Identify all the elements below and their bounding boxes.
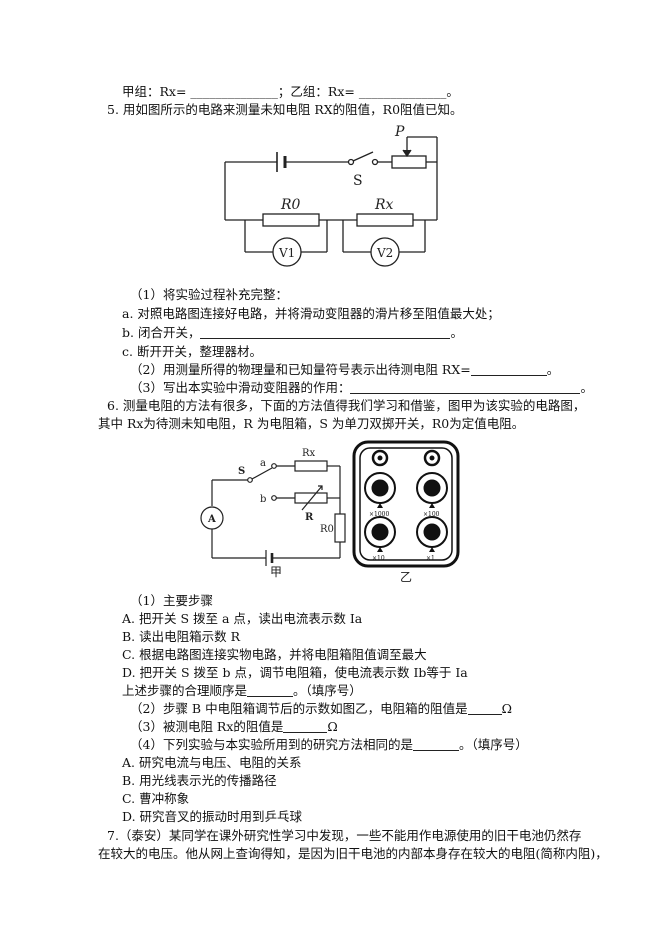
q6-dial-label-1000: ×1000	[369, 511, 389, 518]
q6-stem-2: 其中 Rx为待测未知电阻，R 为电阻箱，S 为单刀双掷开关，R0为定值电阻。	[98, 416, 525, 431]
q6-caption-jia: 甲	[270, 565, 282, 579]
q6-stem-1: 6. 测量电阻的方法有很多，下面的方法值得我们学习和借鉴，图甲为该实验的电路图，	[107, 398, 586, 413]
q5-sub2: （2）用测量所得的物理量和已知量符号表示出待测电阻 RX=。	[130, 362, 560, 377]
q6-caption-yi: 乙	[400, 570, 412, 584]
q5-circuit-diagram: P S R0 Rx V1 V2	[224, 124, 438, 267]
q5-rx-blank[interactable]	[470, 363, 547, 376]
q6-label-rx: Rx	[302, 448, 316, 459]
q6-step-a: A. 把开关 S 拨至 a 点，读出电流表示数 Ia	[122, 611, 363, 626]
q6-label-b: b	[260, 494, 266, 505]
q6-label-r: R	[305, 512, 314, 523]
q5-label-v2: V2	[376, 246, 393, 260]
q6-step-c: C. 根据电路图连接实物电路，并将电阻箱阻值调至最大	[122, 647, 427, 662]
q5-label-r0: R0	[280, 197, 301, 213]
q6-option-b: B. 用光线表示光的传播路径	[122, 773, 277, 788]
q6-option-c: C. 曹冲称象	[122, 791, 190, 806]
q6-resistance-box-yi: ×1000 ×100 ×10 ×1 乙	[352, 440, 460, 584]
q6-box-blank[interactable]	[467, 702, 502, 715]
q6-method-blank[interactable]	[412, 738, 459, 751]
q6-order-blank[interactable]	[247, 684, 294, 697]
q6-dial-label-10: ×10	[372, 555, 385, 562]
q6-rx-blank[interactable]	[283, 720, 328, 733]
q5-label-p: P	[394, 124, 405, 140]
q5-stem: 5. 用如图所示的电路来测量未知电阻 RX的阻值，R0阻值已知。	[107, 102, 463, 117]
q6-option-a: A. 研究电流与电压、电阻的关系	[122, 755, 302, 770]
q5-sub1: （1）将实验过程补充完整：	[130, 287, 288, 302]
q5-sub3: （3）写出本实验中滑动变阻器的作用：。	[130, 380, 593, 395]
q6-step-b: B. 读出电阻箱示数 R	[122, 629, 241, 644]
q4-answer-line: 甲组：Rx= ______________；乙组：Rx= ___________…	[122, 84, 459, 99]
q6-sub1: （1）主要步骤	[130, 593, 213, 608]
q5-label-rx: Rx	[374, 197, 394, 213]
q7-line-2: 在较大的电压。他从网上查询得知，是因为旧干电池的内部本身存在较大的电阻(简称内阻…	[98, 846, 608, 861]
q6-order: 上述步骤的合理顺序是。（填序号）	[122, 683, 362, 698]
q6-circuit-diagram-jia: a b S Rx R R0 A 甲	[200, 448, 346, 579]
q6-label-a: a	[260, 458, 266, 469]
q5-b-blank[interactable]	[200, 326, 451, 339]
q6-step-d: D. 把开关 S 拨至 b 点，调节电阻箱，使电流表示数 Ib等于 Ia	[122, 665, 468, 680]
q6-option-d: D. 研究音叉的振动时用到乒乓球	[122, 809, 303, 824]
q6-dial-label-1: ×1	[426, 555, 435, 562]
q5-rheostat-blank[interactable]	[350, 381, 581, 394]
q7-line-1: 7.（泰安）某同学在课外研究性学习中发现，一些不能用作电源使用的旧干电池仍然存	[107, 828, 582, 843]
q5-step-c: c. 断开开关，整理器材。	[122, 344, 262, 359]
q6-label-r0: R0	[320, 524, 334, 535]
q6-sub4: （4）下列实验与本实验所用到的研究方法相同的是。（填序号）	[130, 737, 528, 752]
q6-label-ammeter: A	[207, 514, 216, 525]
q6-label-s: S	[238, 466, 245, 477]
q5-label-v1: V1	[278, 246, 295, 260]
q5-step-a: a. 对照电路图连接好电路，并将滑动变阻器的滑片移至阻值最大处；	[122, 306, 500, 321]
q6-dial-label-100: ×100	[423, 511, 440, 518]
q5-label-s: S	[353, 173, 363, 189]
q5-step-b: b. 闭合开关，。	[122, 325, 463, 340]
